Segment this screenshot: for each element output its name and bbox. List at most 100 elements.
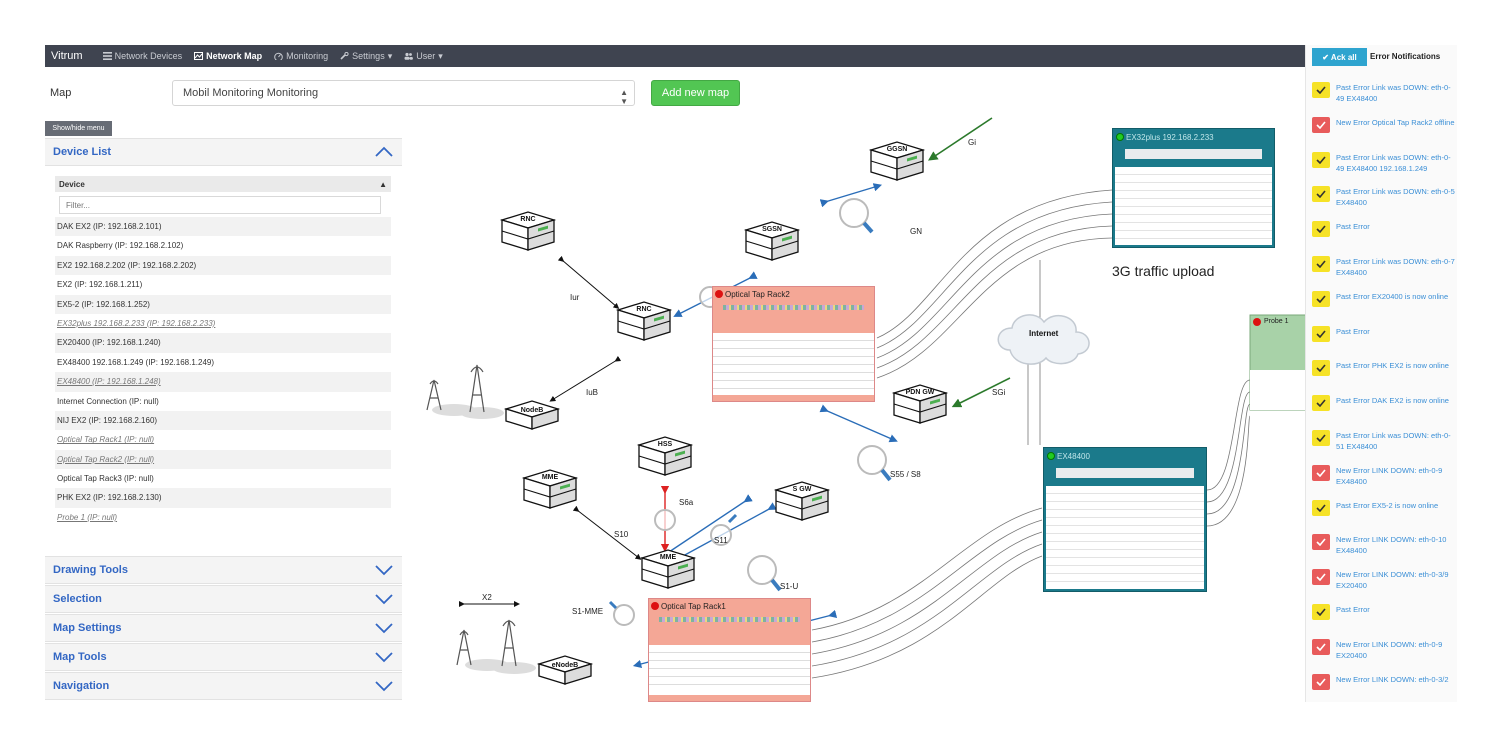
notification-text[interactable]: Past Error Link was DOWN: eth-0-49 EX484…: [1336, 83, 1451, 103]
node-nodeb[interactable]: NodeB: [502, 395, 562, 441]
device-list-item[interactable]: EX5-2 (IP: 192.168.1.252): [55, 294, 391, 314]
notification-item[interactable]: New Error LINK DOWN: eth-0-9 EX20400: [1312, 638, 1457, 674]
notification-item[interactable]: Past Error EX20400 is now online: [1312, 290, 1457, 326]
checkbox-check-icon[interactable]: [1312, 673, 1330, 690]
notification-item[interactable]: Past Error EX5-2 is now online: [1312, 499, 1457, 535]
device-list-item[interactable]: EX2 (IP: 192.168.1.211): [57, 280, 143, 290]
notification-item[interactable]: New Error LINK DOWN: eth-0-3/2: [1312, 673, 1457, 702]
checkbox-check-icon[interactable]: [1312, 221, 1330, 238]
device-list-item[interactable]: EX48400 (IP: 192.168.1.248): [55, 372, 391, 392]
notification-text[interactable]: Past Error PHK EX2 is now online: [1336, 361, 1449, 371]
checkbox-check-icon[interactable]: [1312, 429, 1330, 446]
network-map-canvas[interactable]: GGSN SGSN RNC RNC NodeB HSS MME MME: [402, 110, 1305, 702]
checkbox-check-icon[interactable]: [1312, 151, 1330, 168]
node-rnc-top[interactable]: RNC: [498, 210, 558, 256]
notification-text[interactable]: New Error LINK DOWN: eth-0-9 EX48400: [1336, 465, 1443, 486]
node-mme-left[interactable]: MME: [520, 468, 580, 514]
checkbox-check-icon[interactable]: [1312, 464, 1330, 481]
device-list-item[interactable]: Optical Tap Rack1 (IP: null): [57, 435, 155, 445]
notification-item[interactable]: New Error Optical Tap Rack2 offline: [1312, 116, 1457, 152]
checkbox-check-icon[interactable]: [1312, 603, 1330, 620]
accordion-navigation[interactable]: Navigation: [45, 672, 402, 700]
optical-tap-rack2[interactable]: Optical Tap Rack2: [712, 286, 875, 402]
notification-item[interactable]: New Error LINK DOWN: eth-0-10 EX48400: [1312, 534, 1457, 569]
node-hss[interactable]: HSS: [635, 435, 695, 481]
device-list-item[interactable]: EX32plus 192.168.2.233 (IP: 192.168.2.23…: [57, 318, 216, 328]
notification-text[interactable]: Past Error: [1336, 604, 1370, 614]
accordion-device-list[interactable]: Device List: [45, 138, 402, 166]
notification-text[interactable]: Past Error Link was DOWN: eth-0-49 EX484…: [1336, 152, 1451, 173]
notification-item[interactable]: New Error LINK DOWN: eth-0-9 EX48400: [1312, 464, 1457, 500]
device-filter-input[interactable]: [59, 196, 381, 214]
notification-text[interactable]: Past Error EX5-2 is now online: [1336, 500, 1439, 510]
notification-item[interactable]: Past Error PHK EX2 is now online: [1312, 360, 1457, 395]
accordion-map-tools[interactable]: Map Tools: [45, 643, 402, 671]
notification-item[interactable]: New Error LINK DOWN: eth-0-3/9 EX20400: [1312, 569, 1457, 604]
device-list-item[interactable]: Probe 1 (IP: null): [57, 512, 118, 522]
notification-text[interactable]: Past Error: [1336, 326, 1370, 336]
notification-item[interactable]: Past Error Link was DOWN: eth-0-5 EX4840…: [1312, 186, 1457, 221]
notification-item[interactable]: Past Error DAK EX2 is now online: [1312, 395, 1457, 430]
device-list-item[interactable]: NIJ EX2 (IP: 192.168.2.160): [55, 410, 391, 431]
notification-text[interactable]: New Error LINK DOWN: eth-0-3/2: [1336, 674, 1449, 684]
nav-network-map[interactable]: Network Map: [188, 51, 268, 61]
device-list-item[interactable]: PHK EX2 (IP: 192.168.2.130): [55, 488, 391, 508]
checkbox-check-icon[interactable]: [1312, 186, 1330, 203]
notification-text[interactable]: New Error LINK DOWN: eth-0-9 EX20400: [1336, 639, 1443, 660]
nav-network-devices[interactable]: Network Devices: [97, 51, 189, 61]
checkbox-check-icon[interactable]: [1312, 499, 1330, 516]
notification-text[interactable]: New Error LINK DOWN: eth-0-10 EX48400: [1336, 535, 1447, 556]
notification-text[interactable]: Past Error Link was DOWN: eth-0-7 EX4840…: [1336, 256, 1455, 277]
node-mme[interactable]: MME: [638, 548, 698, 594]
accordion-selection[interactable]: Selection: [45, 585, 402, 613]
checkbox-check-icon[interactable]: [1312, 116, 1330, 133]
node-rnc[interactable]: RNC: [614, 300, 674, 346]
nav-user[interactable]: User ▾: [398, 51, 449, 62]
notification-item[interactable]: Past Error Link was DOWN: eth-0-7 EX4840…: [1312, 255, 1457, 291]
nav-monitoring[interactable]: Monitoring: [268, 51, 334, 61]
checkbox-check-icon[interactable]: [1312, 638, 1330, 655]
nav-settings[interactable]: Settings ▾: [334, 51, 398, 62]
device-column-header[interactable]: Device ▲: [55, 176, 391, 192]
notification-text[interactable]: Past Error Link was DOWN: eth-0-5 EX4840…: [1336, 187, 1455, 208]
checkbox-check-icon[interactable]: [1312, 290, 1330, 307]
checkbox-check-icon[interactable]: [1312, 534, 1330, 551]
checkbox-check-icon[interactable]: [1312, 325, 1330, 342]
add-new-map-button[interactable]: Add new map: [651, 80, 740, 106]
ack-all-button[interactable]: ✔ Ack all: [1312, 48, 1367, 66]
device-list-item[interactable]: DAK Raspberry (IP: 192.168.2.102): [57, 241, 184, 251]
notification-item[interactable]: Past Error Link was DOWN: eth-0-51 EX484…: [1312, 429, 1457, 465]
notification-text[interactable]: Past Error: [1336, 222, 1370, 232]
brand-logo[interactable]: Vitrum: [51, 50, 83, 62]
node-sgw[interactable]: S GW: [772, 480, 832, 526]
notification-item[interactable]: Past Error: [1312, 221, 1457, 256]
device-list-item[interactable]: Optical Tap Rack2 (IP: null): [55, 449, 391, 470]
checkbox-check-icon[interactable]: [1312, 569, 1330, 586]
switch-ex48400[interactable]: EX48400: [1043, 447, 1207, 592]
notification-text[interactable]: Past Error EX20400 is now online: [1336, 291, 1449, 301]
device-list-item[interactable]: EX2 192.168.2.202 (IP: 192.168.2.202): [55, 255, 391, 276]
notification-item[interactable]: Past Error Link was DOWN: eth-0-49 EX484…: [1312, 82, 1457, 117]
accordion-map-settings[interactable]: Map Settings: [45, 614, 402, 642]
checkbox-check-icon[interactable]: [1312, 360, 1330, 377]
device-list-item[interactable]: DAK EX2 (IP: 192.168.2.101): [55, 217, 391, 237]
device-list-item[interactable]: EX20400 (IP: 192.168.1.240): [55, 333, 391, 353]
checkbox-check-icon[interactable]: [1312, 255, 1330, 272]
accordion-drawing-tools[interactable]: Drawing Tools: [45, 556, 402, 584]
optical-tap-rack1[interactable]: Optical Tap Rack1: [648, 598, 811, 702]
notification-item[interactable]: Past Error Link was DOWN: eth-0-49 EX484…: [1312, 151, 1457, 187]
map-select[interactable]: Mobil Monitoring Monitoring ▲▼: [172, 80, 635, 106]
notification-text[interactable]: New Error Optical Tap Rack2 offline: [1336, 117, 1455, 127]
switch-ex32plus[interactable]: EX32plus 192.168.2.233: [1112, 128, 1275, 248]
node-pdn-gw[interactable]: PDN GW: [890, 383, 950, 429]
node-ggsn[interactable]: GGSN: [867, 140, 927, 186]
node-enodeb[interactable]: eNodeB: [535, 650, 595, 696]
notification-text[interactable]: Past Error Link was DOWN: eth-0-51 EX484…: [1336, 430, 1451, 451]
node-sgsn[interactable]: SGSN: [742, 220, 802, 266]
show-hide-menu-button[interactable]: Show/hide menu: [45, 121, 112, 136]
checkbox-check-icon[interactable]: [1312, 395, 1330, 412]
device-list-item[interactable]: Internet Connection (IP: null): [57, 396, 159, 406]
device-list-item[interactable]: Optical Tap Rack3 (IP: null): [57, 474, 154, 484]
checkbox-check-icon[interactable]: [1312, 82, 1330, 98]
device-list-item[interactable]: EX48400 192.168.1.249 (IP: 192.168.1.249…: [57, 357, 215, 367]
